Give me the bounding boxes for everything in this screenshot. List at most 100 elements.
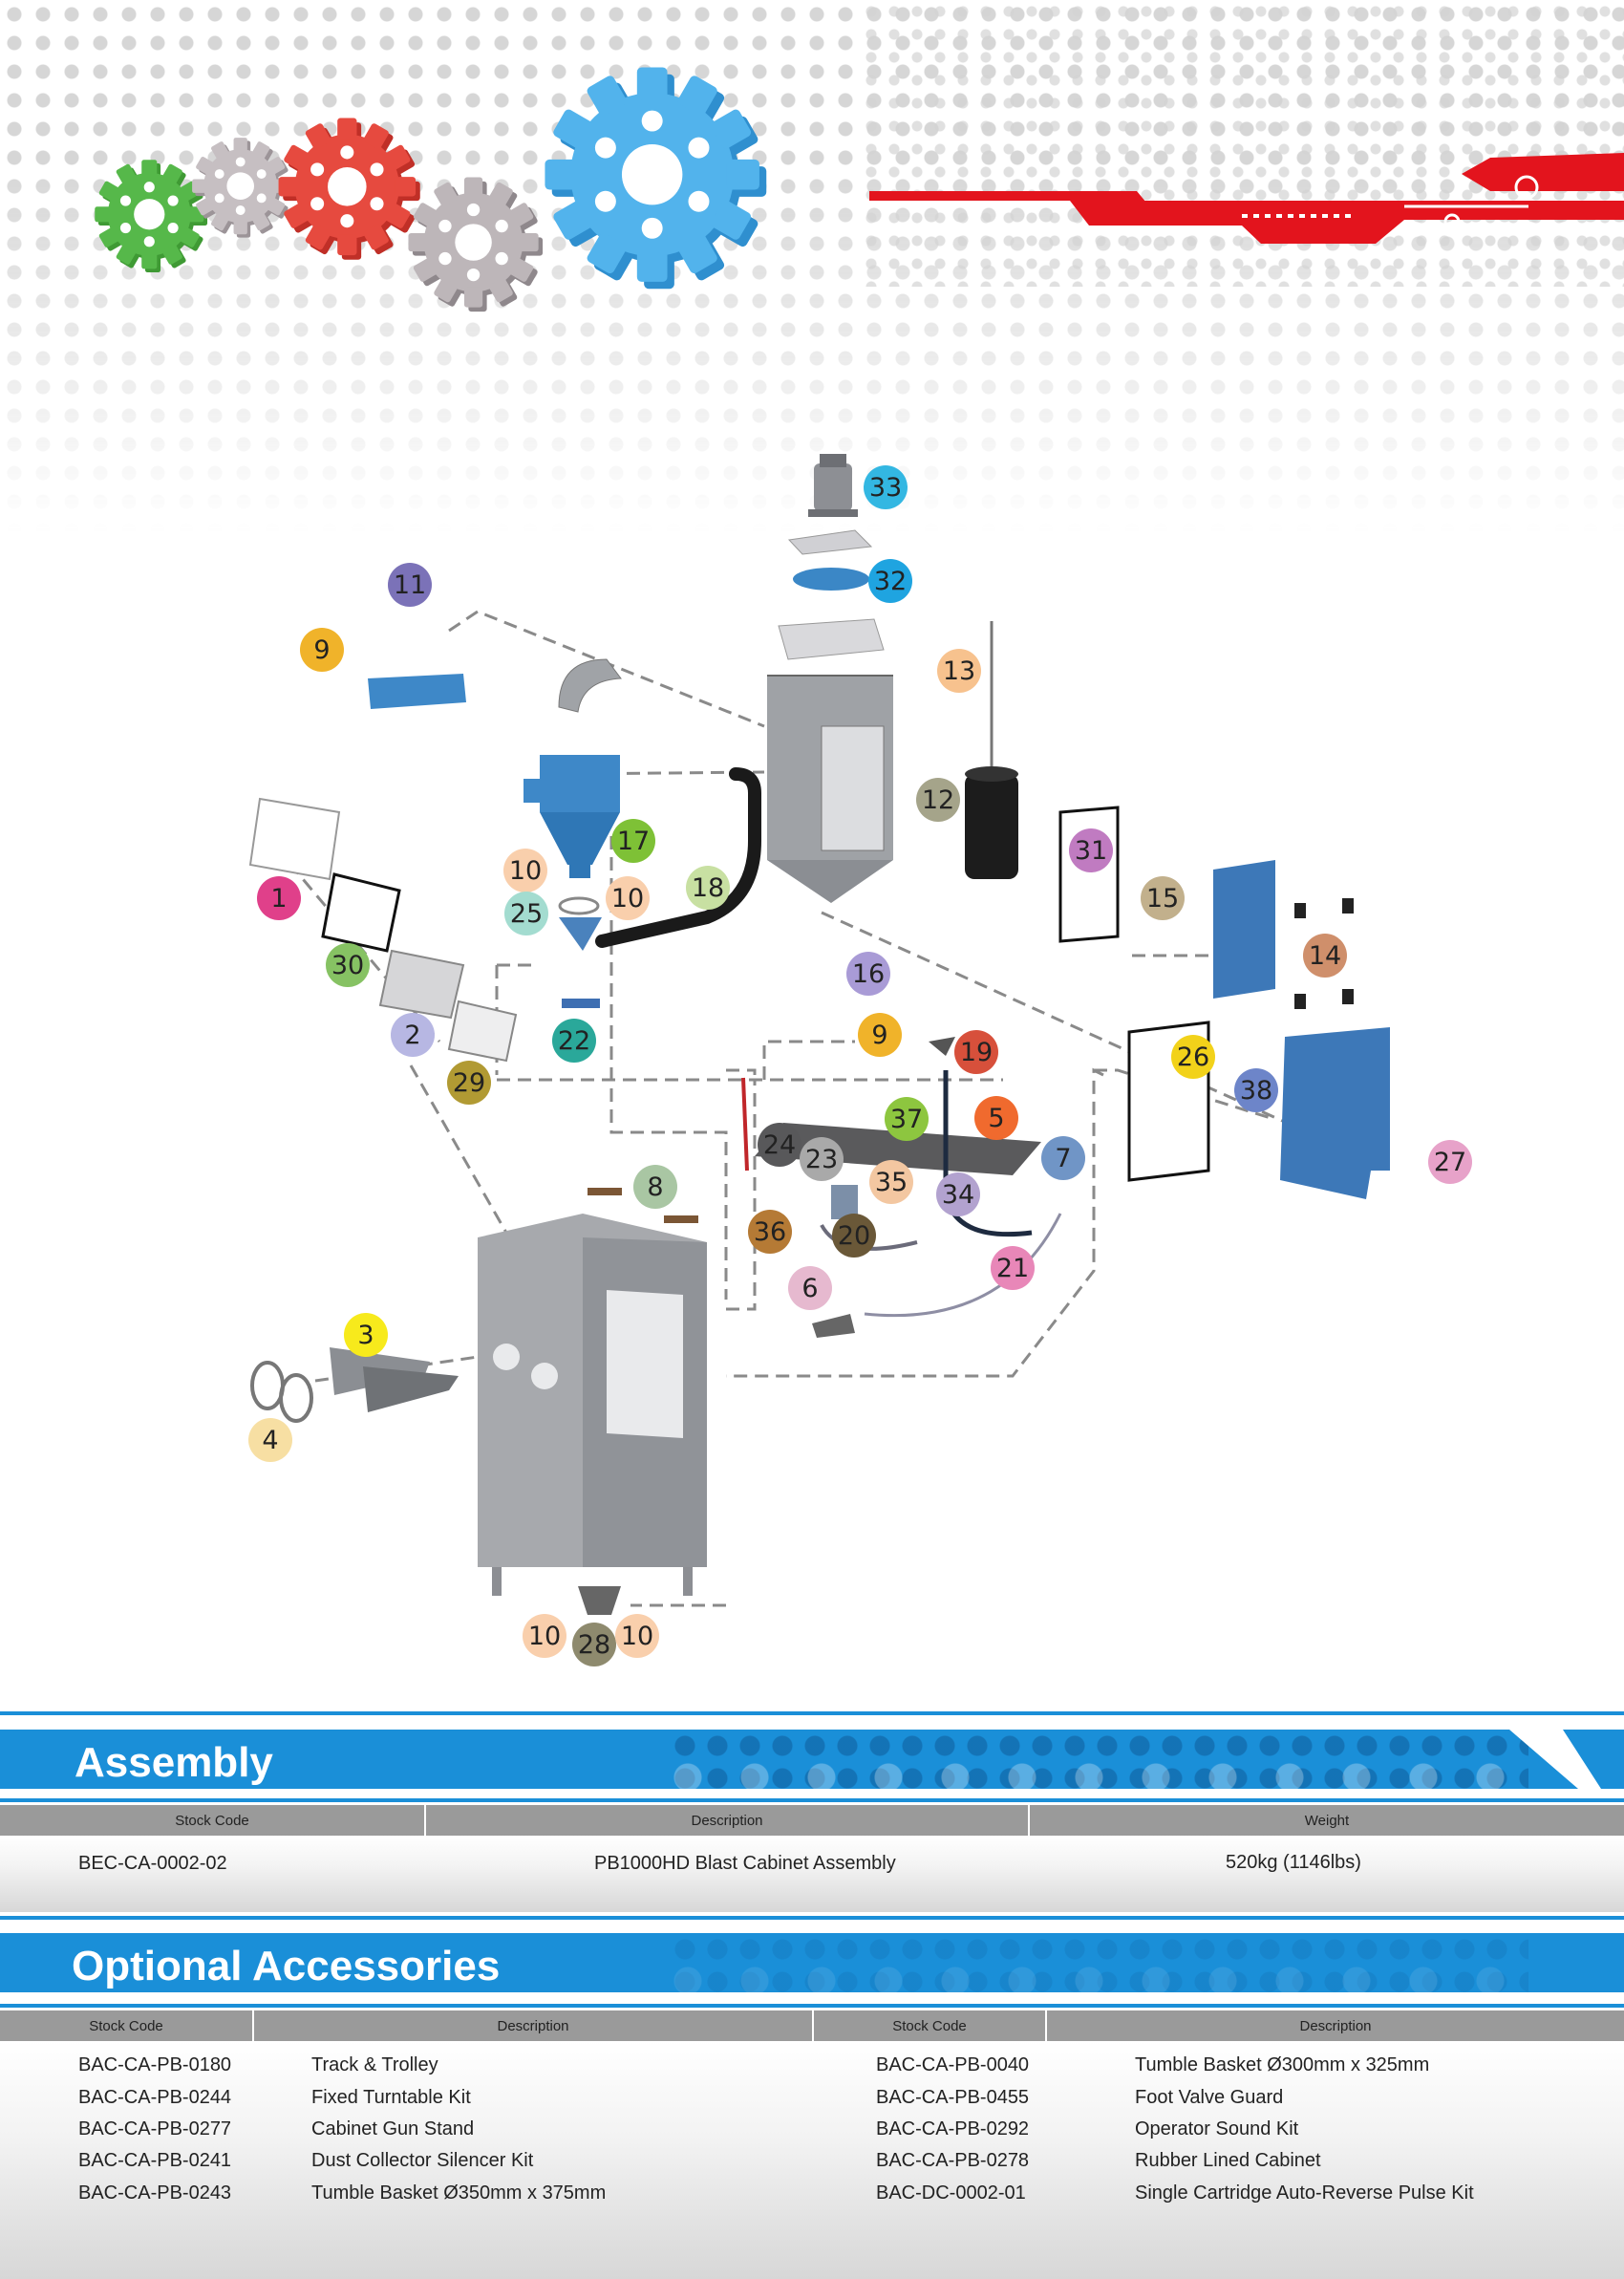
assembly-table-body: BEC-CA-0002-02 PB1000HD Blast Cabinet As… [0, 1836, 1624, 1912]
callout-15: 15 [1141, 876, 1185, 920]
header-weight: Weight [1304, 1812, 1350, 1829]
table-row-desc: Cabinet Gun Stand [311, 2118, 475, 2139]
callout-11: 11 [388, 563, 432, 607]
assembly-table-header: Stock Code Description Weight [0, 1805, 1624, 1836]
callout-7: 7 [1041, 1136, 1085, 1180]
callout-26: 26 [1171, 1035, 1215, 1079]
optional-table-header: Stock Code Description Stock Code Descri… [0, 2010, 1624, 2041]
assembly-title: Assembly [75, 1739, 273, 1786]
top-rule [0, 1711, 1624, 1715]
callout-16: 16 [846, 952, 890, 996]
assembly-title-bar: Assembly [0, 1730, 1624, 1789]
cyclone-part [524, 755, 620, 878]
filter-door-seal-part [1058, 806, 1120, 943]
header-stock-code-left: Stock Code [0, 2010, 254, 2041]
table-row-desc: Operator Sound Kit [1135, 2118, 1299, 2139]
blast-gun-part [929, 1037, 955, 1056]
clip-part [588, 1188, 622, 1195]
table-row-code: BAC-CA-PB-0277 [78, 2118, 232, 2139]
header-stock-code-right: Stock Code [814, 2010, 1047, 2041]
callout-10: 10 [503, 849, 547, 892]
section-rule [0, 1798, 1624, 1802]
callout-33: 33 [864, 465, 908, 509]
motor-part [808, 454, 858, 517]
section-rule [0, 2004, 1624, 2008]
callout-8: 8 [633, 1165, 677, 1209]
callout-28: 28 [572, 1623, 616, 1666]
seal-ring-part [558, 896, 600, 915]
callout-32: 32 [868, 559, 912, 603]
callout-29: 29 [447, 1061, 491, 1105]
callout-18: 18 [686, 866, 730, 910]
callout-24: 24 [758, 1123, 801, 1167]
callout-9: 9 [858, 1013, 902, 1057]
red-circuit-stripe-icon [869, 153, 1624, 244]
table-row-code: BAC-CA-PB-0180 [78, 2054, 232, 2075]
table-row-code: BAC-CA-PB-0292 [876, 2118, 1030, 2139]
clip-part [664, 1215, 698, 1223]
callout-25: 25 [504, 892, 548, 935]
optional-table-body: BAC-CA-PB-0180 Track & Trolley BAC-CA-PB… [0, 2041, 1624, 2279]
callout-1: 1 [257, 876, 301, 920]
gear-pattern-icon [669, 1933, 1528, 1992]
mount-plate-part [787, 529, 873, 555]
callout-12: 12 [916, 778, 960, 822]
callout-14: 14 [1303, 934, 1347, 978]
cabinet-door-part [1280, 1027, 1390, 1199]
callout-21: 21 [991, 1246, 1035, 1290]
reclaim-valve-part [578, 1586, 621, 1615]
callout-23: 23 [800, 1137, 844, 1181]
table-row-code: BAC-CA-PB-0241 [78, 2150, 232, 2171]
table-row-code: BAC-CA-PB-0455 [876, 2087, 1030, 2108]
callout-31: 31 [1069, 828, 1113, 872]
exploded-parts-diagram [248, 454, 1390, 1615]
filter-cartridge-part [965, 621, 1018, 879]
table-row-desc: Foot Valve Guard [1135, 2087, 1284, 2108]
halftone-dot-background-right [860, 0, 1624, 287]
table-row-code: BAC-CA-PB-0244 [78, 2087, 232, 2108]
table-row-desc: Tumble Basket Ø350mm x 375mm [311, 2182, 607, 2204]
header-description: Description [426, 1805, 1030, 1836]
table-row-desc: Track & Trolley [311, 2054, 438, 2075]
section-rule [0, 1916, 1624, 1920]
assembly-description: PB1000HD Blast Cabinet Assembly [594, 1853, 896, 1874]
callout-36: 36 [748, 1210, 792, 1254]
callout-34: 34 [936, 1172, 980, 1216]
optional-title-bar: Optional Accessories [0, 1933, 1624, 1992]
callout-10: 10 [523, 1614, 566, 1658]
callout-13: 13 [937, 649, 981, 693]
callout-4: 4 [248, 1418, 292, 1462]
callout-3: 3 [344, 1313, 388, 1357]
fan-impeller-part [793, 568, 869, 591]
window-glass-part [248, 797, 341, 881]
callout-38: 38 [1234, 1068, 1278, 1112]
metering-valve-part [562, 999, 600, 1008]
callout-19: 19 [954, 1030, 998, 1074]
callout-30: 30 [326, 943, 370, 987]
hose-part [595, 767, 761, 948]
callout-22: 22 [552, 1019, 596, 1063]
table-row-code: BAC-CA-PB-0243 [78, 2182, 232, 2204]
table-row-code: BAC-CA-PB-0040 [876, 2054, 1030, 2075]
callout-37: 37 [885, 1097, 929, 1141]
fan-housing-part [778, 618, 885, 660]
window-seal-part [321, 872, 401, 953]
table-row-desc: Single Cartridge Auto-Reverse Pulse Kit [1135, 2182, 1474, 2204]
assembly-weight: 520kg (1146lbs) [1226, 1852, 1361, 1873]
callout-35: 35 [869, 1160, 913, 1204]
door-clamps-part [1294, 898, 1354, 1009]
foot-pedal-line-part [864, 1213, 1062, 1318]
elbow-part [558, 658, 622, 713]
blast-cabinet-part [478, 1214, 707, 1596]
hopper-cone-part [559, 917, 602, 951]
table-row-code: BAC-DC-0002-01 [876, 2182, 1026, 2204]
callout-9: 9 [300, 628, 344, 672]
header-description-right: Description [1299, 2017, 1372, 2034]
callout-10: 10 [606, 876, 650, 920]
filter-door-part [1213, 860, 1275, 999]
optional-title: Optional Accessories [72, 1943, 501, 1989]
table-row-code: BAC-CA-PB-0278 [876, 2150, 1030, 2171]
dust-collector-housing-part [767, 675, 893, 903]
callout-10: 10 [615, 1614, 659, 1658]
